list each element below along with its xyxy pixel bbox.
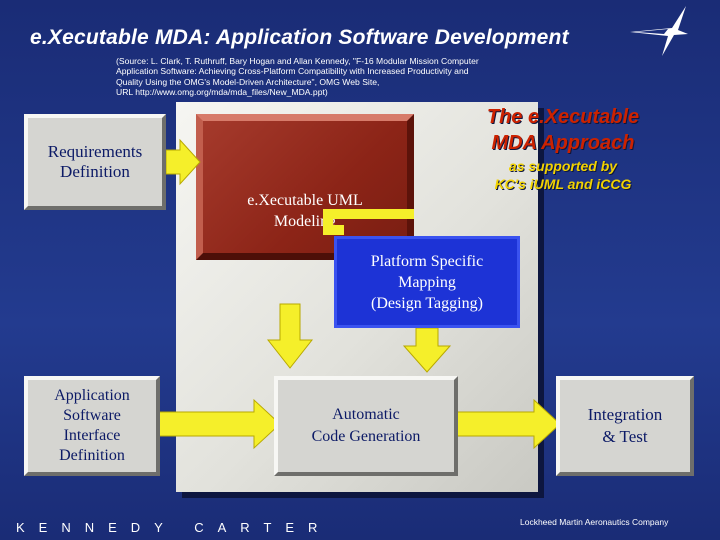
interface-label-line4: Definition xyxy=(59,447,125,464)
kennedy-carter-logo-text: KENNEDY CARTER xyxy=(16,520,332,535)
interface-label-line1: Application xyxy=(54,387,130,404)
arrow-requirements-to-uml xyxy=(165,138,201,186)
integration-label-line2: & Test xyxy=(602,427,648,446)
lockheed-martin-credit: Lockheed Martin Aeronautics Company xyxy=(520,517,669,527)
source-line: URL http://www.omg.org/mda/mda_files/New… xyxy=(116,86,328,97)
source-line: (Source: L. Clark, T. Ruthruff, Bary Hog… xyxy=(116,56,479,66)
approach-subtitle-line1: as supported by xyxy=(508,158,618,174)
uml-box-label-line1: e.Xecutable UML xyxy=(247,192,363,209)
requirements-label-line1: Requirements xyxy=(47,142,143,161)
codegen-label-line2: Code Generation xyxy=(311,428,421,445)
slide-title: e.Xecutable MDA: Application Software De… xyxy=(30,26,569,49)
codegen-label-line1: Automatic xyxy=(332,406,400,423)
approach-title-line2: MDA Approach xyxy=(491,132,635,154)
source-line: Quality Using the OMG's Model-Driven Arc… xyxy=(116,76,380,87)
uml-box-label-line2: Modeling xyxy=(273,213,337,230)
approach-title-line1: The e.Xecutable xyxy=(486,106,640,128)
xecutable-uml-box: e.Xecutable UML Modeling xyxy=(196,114,414,260)
arrow-uml-to-mapping xyxy=(323,209,414,235)
arrow-mapping-to-codegen-right xyxy=(402,327,452,373)
approach-subtitle: as supported by KC's iUML and iCCG xyxy=(458,157,668,193)
interface-label-line3: Interface xyxy=(63,427,121,444)
source-line: Application Software: Achieving Cross-Pl… xyxy=(116,66,469,77)
interface-label-line2: Software xyxy=(63,407,121,424)
integration-label-line1: Integration xyxy=(587,405,663,424)
mapping-label-line1: Platform Specific xyxy=(370,252,484,270)
automatic-code-generation-box: Automatic Code Generation xyxy=(274,376,458,476)
arrow-interface-to-codegen xyxy=(149,398,281,450)
mapping-label-line3: (Design Tagging) xyxy=(371,294,483,312)
integration-test-box: Integration & Test xyxy=(556,376,694,476)
approach-subtitle-line2: KC's iUML and iCCG xyxy=(494,176,632,192)
arrow-mapping-to-codegen-left xyxy=(266,303,314,369)
mapping-label-line2: Mapping xyxy=(398,273,456,291)
source-citation: (Source: L. Clark, T. Ruthruff, Bary Hog… xyxy=(116,56,586,97)
application-software-interface-box: Application Software Interface Definitio… xyxy=(24,376,160,476)
requirements-label-line2: Definition xyxy=(60,162,130,181)
platform-specific-mapping-box: Platform Specific Mapping (Design Taggin… xyxy=(334,236,520,328)
lockheed-star-logo-icon xyxy=(630,6,688,56)
arrow-codegen-to-integration xyxy=(455,398,561,450)
approach-title: The e.Xecutable MDA Approach xyxy=(458,104,668,156)
requirements-definition-box: Requirements Definition xyxy=(24,114,166,210)
